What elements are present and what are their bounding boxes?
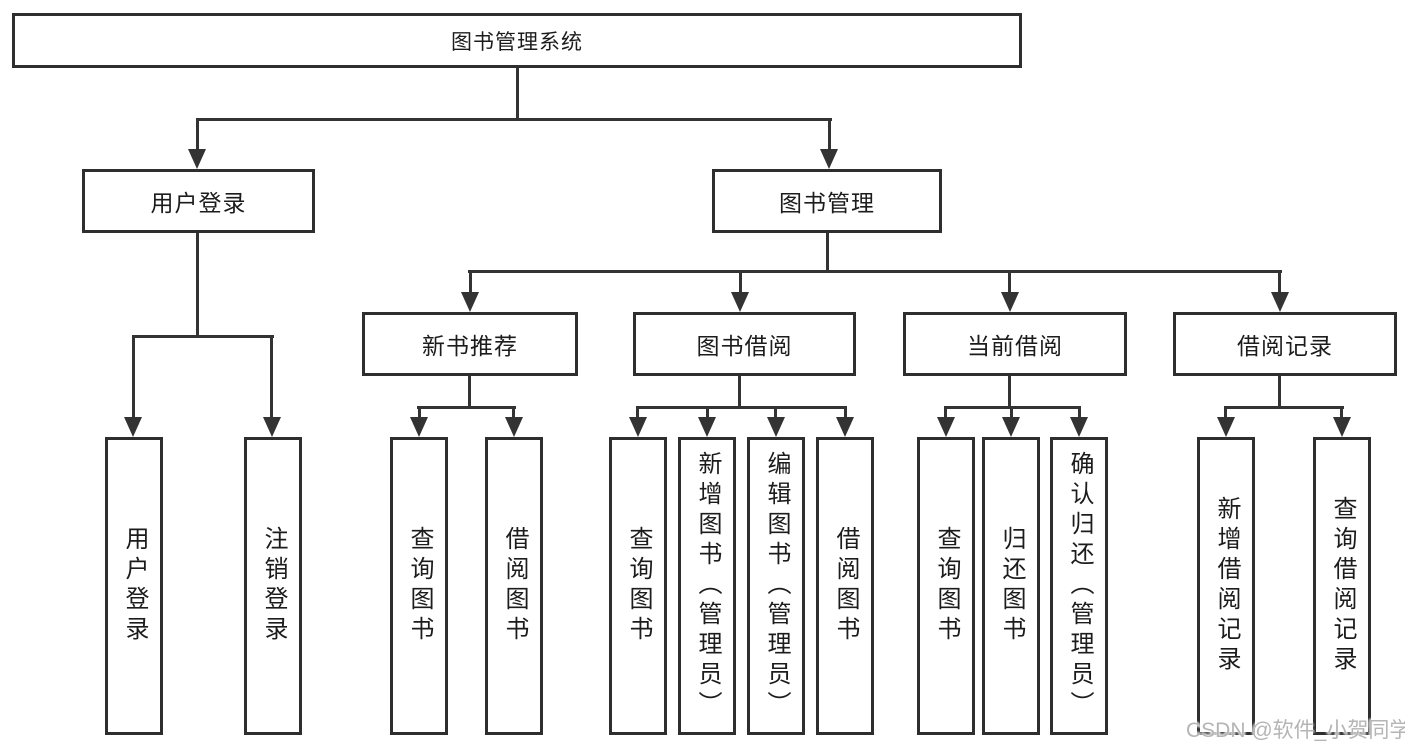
arrowhead-down-icon	[461, 292, 479, 312]
leaf-query-books-newbooks: 查询图书	[390, 437, 448, 735]
leaf-label: 编辑图书（管理员）	[763, 451, 790, 721]
node-label: 图书管理	[779, 190, 875, 216]
leaf-query-borrow-record: 查询借阅记录	[1313, 437, 1371, 735]
arrowhead-down-icon	[698, 417, 716, 437]
leaf-label: 归还图书	[998, 526, 1025, 646]
connector-line	[1078, 406, 1081, 418]
leaf-borrow-books-newbooks: 借阅图书	[485, 437, 543, 735]
connector-line	[1278, 376, 1281, 409]
connector-line	[1224, 406, 1227, 418]
node-new-book-recommendation: 新书推荐	[362, 312, 578, 376]
arrowhead-down-icon	[410, 417, 428, 437]
connector-line	[1278, 270, 1281, 293]
csdn-watermark: CSDN @软件_小贺同学	[1186, 719, 1405, 742]
connector-line	[1008, 270, 1011, 293]
connector-line	[826, 233, 829, 273]
connector-line	[739, 270, 742, 293]
connector-line	[196, 118, 199, 150]
connector-line	[512, 406, 515, 418]
leaf-return-books: 归还图书	[982, 437, 1040, 735]
leaf-query-books-borrowing: 查询图书	[609, 437, 667, 735]
connector-line	[844, 406, 847, 418]
arrowhead-down-icon	[937, 417, 955, 437]
arrowhead-down-icon	[1070, 417, 1088, 437]
connector-line	[468, 376, 471, 409]
arrowhead-down-icon	[505, 417, 523, 437]
connector-line	[828, 118, 831, 150]
node-label: 新书推荐	[422, 333, 518, 359]
arrowhead-down-icon	[731, 292, 749, 312]
arrowhead-down-icon	[124, 417, 142, 437]
leaf-label: 查询借阅记录	[1329, 496, 1356, 676]
connector-line	[132, 335, 274, 338]
leaf-query-books-current: 查询图书	[917, 437, 975, 735]
connector-line	[469, 270, 472, 293]
node-user-login-branch: 用户登录	[82, 169, 315, 233]
connector-line	[132, 335, 135, 418]
arrowhead-down-icon	[1001, 292, 1019, 312]
connector-line	[774, 406, 777, 418]
arrowhead-down-icon	[1002, 417, 1020, 437]
arrowhead-down-icon	[188, 149, 206, 169]
arrowhead-down-icon	[1271, 292, 1289, 312]
arrowhead-down-icon	[820, 149, 838, 169]
connector-line	[944, 406, 947, 418]
connector-line	[417, 406, 516, 409]
leaf-add-borrow-record: 新增借阅记录	[1197, 437, 1255, 735]
node-borrowing-records: 借阅记录	[1173, 312, 1397, 376]
connector-line	[196, 118, 832, 121]
leaf-label: 查询图书	[406, 526, 433, 646]
leaf-confirm-return-admin: 确认归还（管理员）	[1050, 437, 1108, 735]
leaf-label: 查询图书	[933, 526, 960, 646]
connector-line	[468, 270, 1282, 273]
connector-line	[418, 406, 421, 418]
arrowhead-down-icon	[629, 417, 647, 437]
node-label: 用户登录	[150, 190, 247, 216]
connector-line	[1010, 406, 1013, 418]
connector-line	[1224, 406, 1344, 409]
leaf-label: 注销登录	[260, 526, 287, 646]
node-book-management-branch: 图书管理	[712, 169, 942, 233]
node-current-borrowing: 当前借阅	[903, 312, 1127, 376]
arrowhead-down-icon	[263, 417, 281, 437]
node-label: 图书借阅	[696, 333, 793, 359]
leaf-label: 借阅图书	[501, 526, 528, 646]
node-book-borrowing: 图书借阅	[633, 312, 856, 376]
leaf-add-books-admin: 新增图书（管理员）	[678, 437, 736, 735]
connector-line	[1340, 406, 1343, 418]
arrowhead-down-icon	[1333, 417, 1351, 437]
connector-line	[1008, 376, 1011, 409]
node-label: 当前借阅	[967, 333, 1063, 359]
connector-line	[196, 233, 199, 338]
leaf-label: 查询图书	[625, 526, 652, 646]
leaf-label: 借阅图书	[832, 526, 859, 646]
leaf-logout: 注销登录	[244, 437, 302, 735]
leaf-user-login: 用户登录	[105, 437, 163, 735]
leaf-borrow-books-borrowing: 借阅图书	[816, 437, 874, 735]
arrowhead-down-icon	[836, 417, 854, 437]
connector-line	[706, 406, 709, 418]
node-library-system: 图书管理系统	[12, 13, 1022, 68]
node-label: 借阅记录	[1237, 333, 1333, 359]
connector-line	[270, 335, 273, 418]
leaf-label: 确认归还（管理员）	[1066, 451, 1093, 721]
leaf-label: 新增借阅记录	[1213, 496, 1240, 676]
leaf-label: 新增图书（管理员）	[694, 451, 721, 721]
connector-line	[738, 376, 741, 409]
leaf-label: 用户登录	[121, 526, 148, 646]
connector-line	[636, 406, 847, 409]
connector-line	[636, 406, 639, 418]
connector-line	[516, 68, 519, 121]
node-label: 图书管理系统	[451, 30, 583, 54]
arrowhead-down-icon	[1217, 417, 1235, 437]
leaf-edit-books-admin: 编辑图书（管理员）	[747, 437, 805, 735]
arrowhead-down-icon	[767, 417, 785, 437]
